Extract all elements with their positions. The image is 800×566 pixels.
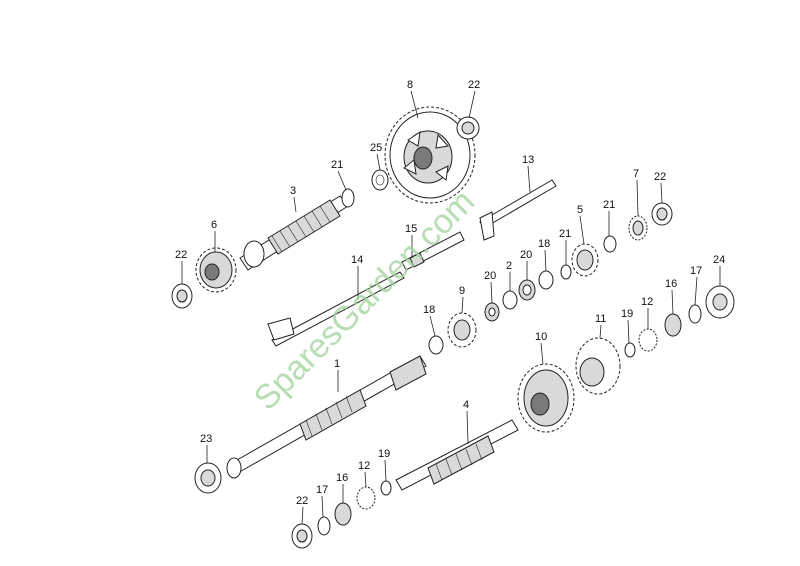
label-16-a: 16 <box>665 278 677 290</box>
gear-9 <box>447 312 477 348</box>
label-17-b: 17 <box>316 484 328 496</box>
watermark: SparesGarden.com <box>247 182 482 417</box>
spring-16-b <box>334 502 352 526</box>
gear-8 <box>384 106 476 204</box>
label-10: 10 <box>535 331 547 343</box>
label-5: 5 <box>577 204 583 216</box>
label-12-a: 12 <box>641 296 653 308</box>
gear-7 <box>628 215 648 241</box>
ring-2 <box>502 290 518 310</box>
circlip-19-b <box>380 480 392 496</box>
label-19-b: 19 <box>378 448 390 460</box>
label-12-b: 12 <box>358 460 370 472</box>
label-22-top: 22 <box>468 79 480 91</box>
selector-rod-13 <box>479 179 557 241</box>
label-19-a: 19 <box>621 308 633 320</box>
bearing-22-right <box>651 202 673 226</box>
label-11: 11 <box>595 313 606 325</box>
label-17-a: 17 <box>690 265 702 277</box>
washer-18-a <box>538 270 554 290</box>
spring-16-a <box>664 313 682 337</box>
label-7: 7 <box>633 168 639 180</box>
washer-17-b <box>317 516 331 536</box>
bearing-23 <box>194 462 222 494</box>
label-21-a: 21 <box>331 159 343 171</box>
leader-lines <box>181 90 721 525</box>
needle-bearing-20-a <box>518 279 536 301</box>
label-22-bottom: 22 <box>296 495 308 507</box>
needle-bearing-12-b <box>356 486 376 510</box>
washer-18-b <box>428 335 444 355</box>
label-20-a: 20 <box>520 249 532 261</box>
label-22-right: 22 <box>654 171 666 183</box>
gear-6 <box>195 247 237 293</box>
bearing-22-left <box>171 283 193 309</box>
gear-5 <box>571 243 599 277</box>
washer-17-a <box>688 304 702 324</box>
label-15: 15 <box>405 223 417 235</box>
label-6: 6 <box>211 219 217 231</box>
bearing-22-top <box>456 116 480 140</box>
label-16-b: 16 <box>336 472 348 484</box>
bearing-22-bottom <box>291 523 313 549</box>
part-labels: 8 22 25 21 13 3 7 22 21 5 6 15 21 18 22 … <box>175 79 725 507</box>
sleeve-15 <box>401 231 465 271</box>
label-25: 25 <box>370 142 382 154</box>
label-23: 23 <box>200 433 212 445</box>
circlip-21-b <box>603 235 617 253</box>
label-1: 1 <box>334 358 340 370</box>
needle-bearing-12-a <box>638 328 658 352</box>
needle-bearing-20-b <box>484 302 500 322</box>
washer-25 <box>371 169 389 191</box>
circlip-21-c <box>560 264 572 280</box>
label-2: 2 <box>506 260 512 272</box>
shaft-3 <box>239 195 349 271</box>
shaft-4 <box>395 419 519 491</box>
gear-10 <box>517 363 575 433</box>
label-18-a: 18 <box>538 238 550 250</box>
bearing-24 <box>705 285 735 319</box>
label-3: 3 <box>290 185 296 197</box>
label-4: 4 <box>463 399 469 411</box>
label-9: 9 <box>459 285 465 297</box>
label-13: 13 <box>522 154 534 166</box>
label-18-b: 18 <box>423 304 435 316</box>
label-21-b: 21 <box>603 199 615 211</box>
circlip-21-a <box>341 188 355 208</box>
label-22-left: 22 <box>175 249 187 261</box>
label-20-b: 20 <box>484 270 496 282</box>
circlip-19-a <box>624 342 636 358</box>
label-21-c: 21 <box>559 228 571 240</box>
label-14: 14 <box>351 254 363 266</box>
label-24: 24 <box>713 254 725 266</box>
label-8: 8 <box>407 79 413 91</box>
shaft-1 <box>226 355 427 479</box>
gear-11 <box>575 337 621 395</box>
selector-rod-14 <box>267 271 405 347</box>
